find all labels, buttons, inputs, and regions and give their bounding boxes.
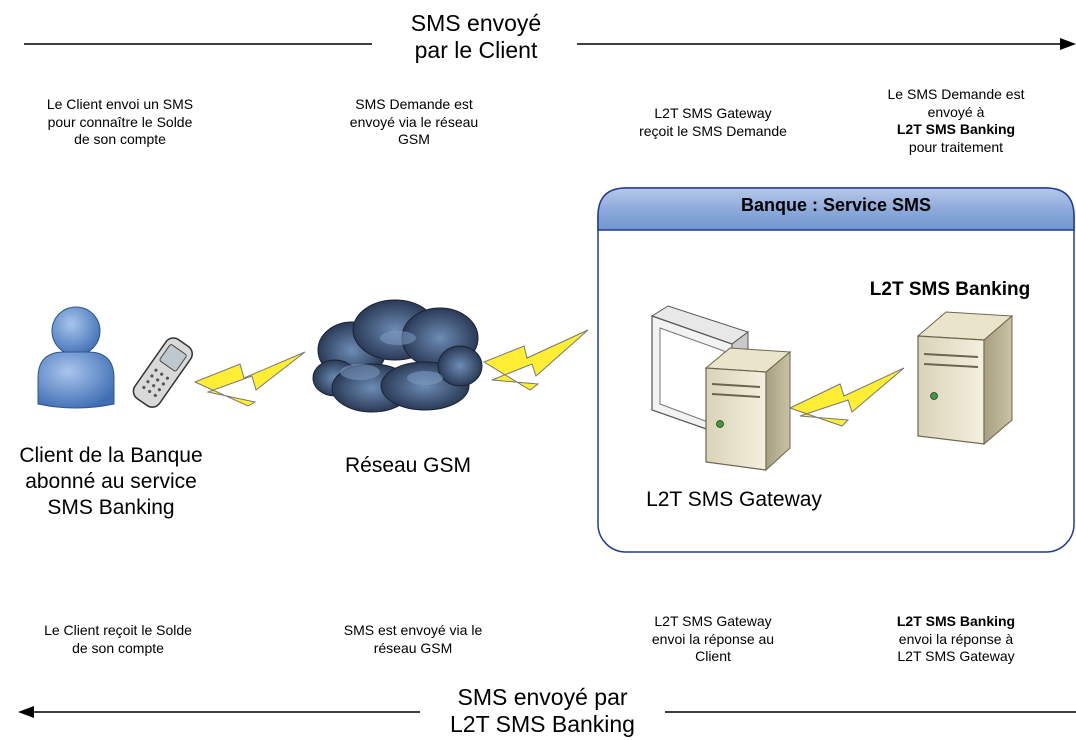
step-bottom-3-line: Client [695, 648, 731, 664]
lightning-icon-phone-network [193, 351, 306, 407]
lightning-icon-gateway-banking [788, 367, 905, 427]
client-label-line: abonné au service [25, 470, 197, 493]
client-label: Client de la Banque abonné au service SM… [0, 443, 222, 521]
step-bottom-2-line: SMS est envoyé via le [343, 622, 483, 638]
step-top-4-bold: L2T SMS Banking [896, 121, 1016, 137]
banking-label: L2T SMS Banking [869, 279, 1031, 300]
panel-title: Banque : Service SMS [740, 195, 932, 215]
step-top-2-line: envoyé via le réseau [349, 113, 479, 130]
step-bottom-1-line: Le Client reçoit le Solde [44, 622, 192, 638]
top-flow-arrow [24, 38, 1076, 50]
step-top-3: L2T SMS Gateway reçoit le SMS Demande [613, 105, 813, 140]
step-bottom-2-line: réseau GSM [373, 639, 453, 656]
step-bottom-3-line: envoi la réponse au [651, 630, 775, 647]
step-bottom-3: L2T SMS Gateway envoi la réponse au Clie… [613, 613, 813, 666]
gsm-network-cloud-icon [312, 299, 483, 413]
mobile-phone-icon [132, 337, 193, 408]
bottom-flow-label: SMS envoyé par L2T SMS Banking [420, 684, 665, 738]
step-bottom-3-line: L2T SMS Gateway [654, 613, 772, 629]
step-top-2-line: SMS Demande est [355, 96, 473, 112]
step-top-3-line: L2T SMS Gateway [654, 105, 772, 121]
bottom-flow-label-line1: SMS envoyé par [457, 684, 628, 710]
network-label: Réseau GSM [344, 454, 472, 477]
gateway-computer-icon [650, 305, 792, 472]
step-top-4-line: envoyé à [927, 103, 985, 120]
step-bottom-1-line: de son compte [72, 639, 164, 656]
step-top-1-line: de son compte [74, 131, 166, 147]
gateway-label: L2T SMS Gateway [646, 488, 822, 511]
step-bottom-1: Le Client reçoit le Solde de son compte [18, 622, 218, 657]
top-flow-label: SMS envoyé par le Client [376, 10, 576, 64]
step-bottom-4-bold: L2T SMS Banking [896, 613, 1016, 629]
step-bottom-4-line: L2T SMS Gateway [897, 648, 1015, 664]
top-flow-label-line1: SMS envoyé [410, 10, 542, 36]
banking-server-icon [916, 311, 1014, 446]
client-person-icon [37, 306, 115, 409]
step-top-4: Le SMS Demande est envoyé à L2T SMS Bank… [870, 86, 1042, 156]
step-top-1-line: Le Client envoi un SMS [46, 96, 194, 112]
step-bottom-4: L2T SMS Banking envoi la réponse à L2T S… [870, 613, 1042, 666]
step-top-1: Le Client envoi un SMS pour connaître le… [20, 96, 220, 149]
step-top-2-line: GSM [398, 131, 430, 147]
step-top-4-line: pour traitement [908, 138, 1004, 155]
client-label-line: Client de la Banque [19, 444, 203, 467]
bottom-flow-label-line2: L2T SMS Banking [450, 711, 635, 737]
step-bottom-2: SMS est envoyé via le réseau GSM [313, 622, 513, 657]
step-bottom-4-line: envoi la réponse à [898, 630, 1014, 647]
client-label-line: SMS Banking [47, 496, 175, 519]
step-top-4-line: Le SMS Demande est [887, 86, 1025, 102]
bottom-flow-arrow [18, 706, 1076, 718]
step-top-3-line: reçoit le SMS Demande [639, 122, 787, 139]
lightning-icon-network-gateway [482, 329, 589, 391]
top-flow-label-line2: par le Client [414, 37, 538, 63]
step-top-2: SMS Demande est envoyé via le réseau GSM [314, 96, 514, 149]
step-top-1-line: pour connaître le Solde [47, 113, 193, 130]
